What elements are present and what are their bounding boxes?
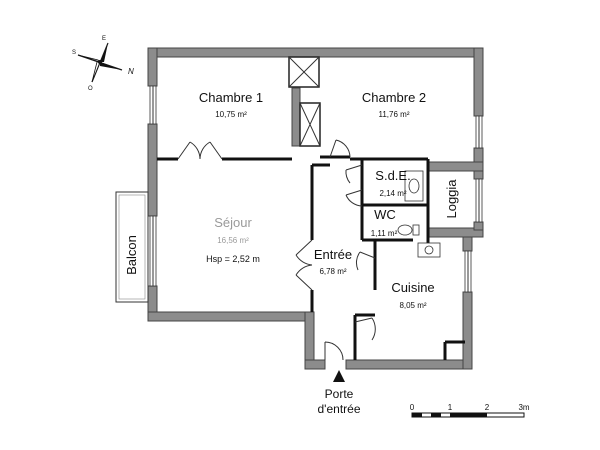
room-chambre2-area: 11,76 m²	[379, 110, 410, 119]
room-balcon-name: Balcon	[124, 235, 139, 275]
entrance-arrow-icon	[333, 370, 345, 382]
scale-tick-3: 3m	[518, 403, 529, 412]
interior-walls	[157, 56, 465, 360]
room-cuisine-name: Cuisine	[391, 280, 434, 295]
scale-tick-1: 1	[448, 403, 453, 412]
room-sejour-name: Séjour	[214, 215, 252, 230]
room-chambre1-area: 10,75 m²	[215, 110, 247, 119]
scale-bar: 0 1 2 3m	[410, 403, 530, 418]
room-sde-area: 2,14 m²	[379, 189, 406, 198]
room-sejour-height: Hsp = 2,52 m	[206, 254, 260, 264]
compass-north: N	[128, 67, 134, 76]
compass-rose: N E O S	[72, 36, 134, 92]
room-loggia-name: Loggia	[444, 179, 459, 219]
scale-tick-2: 2	[485, 403, 490, 412]
compass-west: O	[88, 86, 93, 92]
entrance-label-line1: Porte	[325, 387, 354, 401]
windows	[149, 85, 483, 293]
balcony	[115, 191, 149, 303]
room-chambre1-name: Chambre 1	[199, 90, 263, 105]
room-cuisine-area: 8,05 m²	[399, 301, 426, 310]
room-entree-area: 6,78 m²	[319, 267, 346, 276]
room-wc-area: 1,11 m²	[371, 229, 398, 238]
door-swings	[177, 139, 376, 361]
fixtures	[397, 170, 441, 258]
room-sde-name: S.d.E.	[375, 168, 410, 183]
compass-south: S	[72, 50, 76, 56]
entrance-label-line2: d'entrée	[318, 402, 361, 416]
scale-tick-0: 0	[410, 403, 415, 412]
room-sejour-area: 16,56 m²	[217, 236, 249, 245]
compass-east: E	[102, 36, 106, 42]
room-chambre2-name: Chambre 2	[362, 90, 426, 105]
room-entree-name: Entrée	[314, 247, 352, 262]
room-wc-name: WC	[374, 207, 396, 222]
